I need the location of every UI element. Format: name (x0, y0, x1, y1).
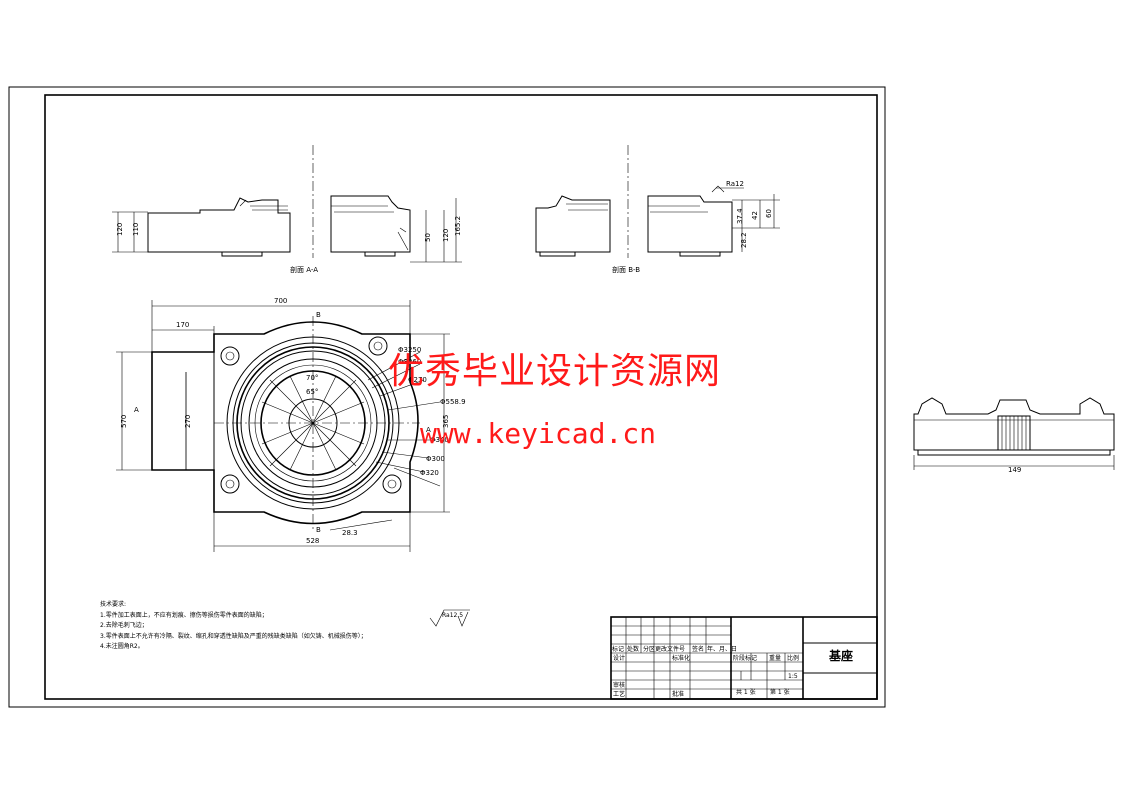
dim-plan-65: 65° (306, 388, 318, 396)
inner-frame (44, 94, 878, 700)
watermark-title: 优秀毕业设计资源网 (388, 351, 722, 392)
tb-standard: 标准化 (672, 654, 690, 662)
cut-mark-b-top: B (316, 311, 321, 319)
dim-aa-50: 50 (424, 233, 432, 242)
dim-side-149: 149 (1008, 466, 1021, 474)
note-item: 4.未注圆角R2。 (100, 643, 144, 650)
tb-scale-value: 1:5 (788, 673, 798, 680)
dim-bb-42: 42 (751, 211, 759, 220)
dim-bb-60: 60 (765, 209, 773, 218)
plan-view: Φ3250 Φ3260 Φ270 Φ558.9 Φ340 Φ300 Φ320 7… (116, 297, 466, 552)
tb-label-docno: 更改文件号 (655, 645, 685, 653)
note-item: 1.零件加工表面上，不应有划痕、擦伤等损伤零件表面的缺陷； (100, 611, 268, 619)
part-name: 基座 (828, 649, 853, 663)
dim-plan-270: 270 (184, 415, 192, 428)
technical-notes: 技术要求: 1.零件加工表面上，不应有划痕、擦伤等损伤零件表面的缺陷； 2.去除… (100, 600, 367, 653)
note-item: 2.去除毛刺飞边； (100, 622, 148, 629)
dim-aa-110: 110 (132, 223, 140, 236)
section-aa-label: 剖面 A-A (290, 265, 318, 274)
roughness-symbol: Ra12.5 (429, 609, 470, 627)
tb-label-zone: 分区 (643, 645, 655, 653)
dim-plan-phi4: Φ558.9 (440, 398, 466, 406)
dim-plan-700: 700 (274, 297, 287, 305)
tb-sheets: 共 1 张 (736, 688, 756, 696)
dim-plan-phi5: Φ340 (430, 436, 449, 444)
dim-plan-phi3: Φ270 (408, 376, 427, 384)
dim-plan-phi2: Φ3260 (398, 358, 421, 366)
tb-approve: 批准 (672, 690, 684, 698)
tb-scale: 比例 (787, 654, 799, 662)
side-view: 149 (913, 397, 1115, 474)
dim-plan-70: 70° (306, 374, 318, 382)
tb-design: 设计 (613, 654, 625, 662)
tb-label-sign: 签名 (692, 645, 704, 653)
roughness-label: Ra12.5 (442, 612, 463, 619)
tb-weight: 重量 (769, 654, 781, 662)
cut-mark-a-right: A (426, 426, 431, 434)
tb-sheet-no: 第 1 张 (770, 688, 790, 696)
cut-mark-b-bottom: B (316, 526, 321, 534)
watermark-url: www.keyicad.cn (420, 417, 657, 450)
dim-plan-283: 28.3 (342, 529, 358, 537)
tb-label-mark: 标记 (612, 645, 624, 653)
section-bb-label: 剖面 B-B (612, 265, 640, 274)
title-block: 标记 处数 分区 更改文件号 签名 年、月、日 设计 标准化 审核 工艺 批准 … (610, 616, 878, 700)
dim-plan-phi6: Φ300 (426, 455, 445, 463)
cut-mark-a-left: A (134, 406, 139, 414)
tb-process: 工艺 (613, 690, 625, 698)
tb-label-date: 年、月、日 (707, 645, 737, 653)
tb-label-count: 处数 (627, 645, 639, 653)
dim-plan-528: 528 (306, 537, 319, 545)
dim-plan-phi7: Φ320 (420, 469, 439, 477)
notes-heading: 技术要求: (100, 601, 127, 608)
dim-bb-roughness: Ra12 (726, 180, 744, 188)
section-bb-view: 28.2 37.4 42 60 Ra12 剖面 B-B (535, 145, 780, 274)
dim-bb-374: 37.4 (736, 208, 744, 224)
dim-plan-170: 170 (176, 321, 189, 329)
dim-plan-570: 570 (120, 415, 128, 428)
dim-aa-1652: 165.2 (454, 216, 462, 236)
tb-review: 审核 (613, 681, 625, 689)
dim-plan-365: 365 (442, 415, 450, 428)
note-item: 3.零件表面上不允许有冷隔、裂纹、缩孔和穿透性缺陷及严重的残缺类缺陷（如欠铸、机… (100, 632, 367, 640)
dim-bb-282: 28.2 (740, 232, 748, 248)
dim-aa-120: 120 (116, 223, 124, 236)
tb-stage: 阶段标记 (733, 654, 757, 662)
outer-frame (8, 86, 886, 708)
dim-plan-phi1: Φ3250 (398, 346, 421, 354)
dim-aa-120b: 120 (442, 229, 450, 242)
section-aa-view: 120 110 50 120 165.2 剖面 A-A (112, 145, 462, 274)
